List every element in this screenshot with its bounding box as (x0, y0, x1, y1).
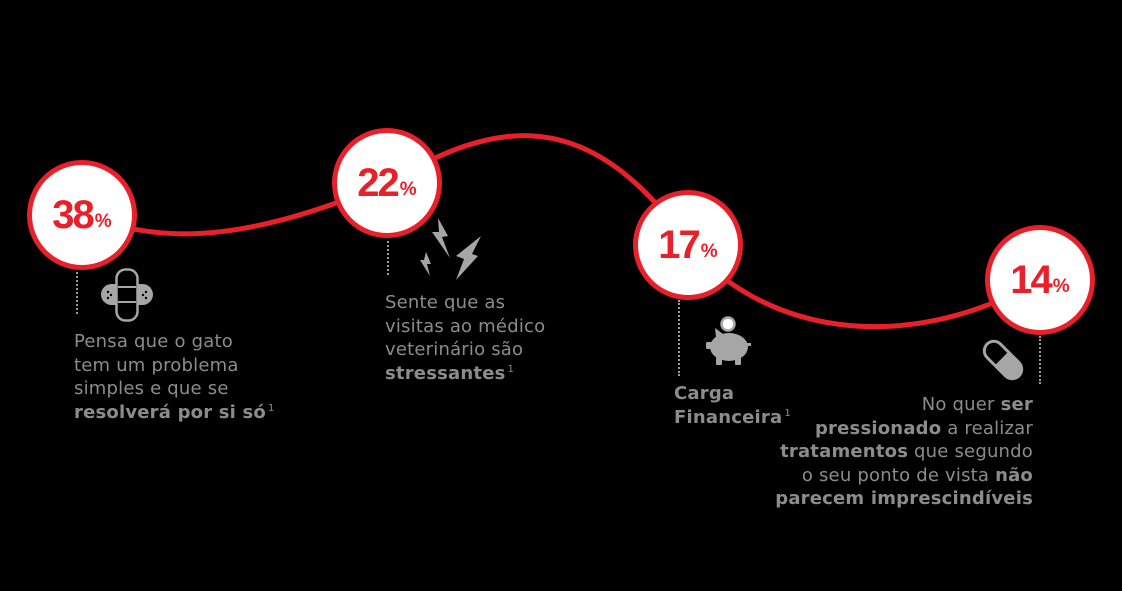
footnote-marker: 1 (784, 407, 791, 419)
stat-circle-17: 17 % (633, 190, 743, 300)
stat-caption-22: Sente que as visitas ao médico veterinár… (385, 291, 545, 385)
caption-line: parecem imprescindíveis (775, 487, 1033, 511)
caption-line: veterinário são (385, 339, 524, 360)
dotted-connector (1039, 336, 1041, 384)
caption-line: Carga (674, 382, 791, 406)
caption-line: simples e que se (74, 378, 229, 399)
stat-caption-14: No quer ser pressionado a realizar trata… (775, 393, 1033, 511)
caption-text: No quer (921, 394, 1001, 415)
piggy-bank-icon (706, 316, 751, 365)
bandage-icon (101, 268, 153, 322)
lightning-bolts-icon (420, 218, 481, 280)
caption-line: Pensa que o gato (74, 331, 233, 352)
stat-value: 17 (658, 223, 700, 267)
caption-line: pressionado a realizar (775, 417, 1033, 441)
caption-line: visitas ao médico (385, 315, 546, 337)
caption-line: Sente que as (385, 292, 506, 313)
stat-unit: % (700, 240, 718, 262)
caption-text: que segundo (908, 441, 1033, 462)
caption-line: tem um problema (74, 354, 239, 376)
stat-value: 22 (357, 161, 399, 205)
caption-bold: ser (1000, 394, 1033, 415)
caption-text: a realizar (941, 417, 1033, 439)
caption-bold: Financeira (674, 406, 783, 428)
dotted-connector (678, 300, 680, 376)
caption-bold: tratamentos (780, 441, 909, 462)
footnote-marker: 1 (268, 402, 275, 414)
dotted-connector (387, 241, 389, 275)
stat-circle-22: 22 % (332, 128, 442, 238)
dotted-connector (76, 272, 78, 314)
stat-caption-38: Pensa que o gato tem um problema simples… (74, 330, 275, 424)
stat-circle-38: 38 % (27, 160, 137, 270)
caption-bold: não (995, 464, 1033, 486)
stat-value: 14 (1010, 258, 1052, 302)
caption-bold: Carga (674, 383, 735, 404)
caption-bold: parecem imprescindíveis (775, 488, 1033, 509)
stat-circle-14: 14 % (985, 225, 1095, 335)
caption-bold: resolverá por si só (74, 401, 266, 423)
caption-bold: pressionado (814, 417, 942, 439)
caption-text: o seu ponto de vista (801, 464, 996, 486)
caption-line: o seu ponto de vista não (775, 464, 1033, 488)
stat-unit: % (94, 210, 112, 232)
stat-value: 38 (52, 193, 94, 237)
pill-capsule-icon (982, 339, 1024, 381)
caption-line: No quer ser (775, 393, 1033, 417)
stat-unit: % (399, 178, 417, 200)
stat-unit: % (1052, 275, 1070, 297)
caption-line: tratamentos que segundo (775, 440, 1033, 464)
caption-bold: stressantes (385, 362, 506, 384)
footnote-marker: 1 (507, 363, 515, 375)
